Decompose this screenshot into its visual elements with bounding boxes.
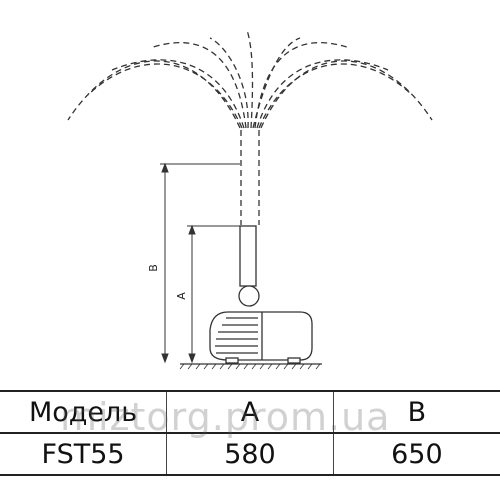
header-model: Модель bbox=[0, 390, 167, 434]
cell-model: FST55 bbox=[0, 432, 167, 476]
table-header-row: Модель A B bbox=[0, 390, 500, 434]
spray-jet bbox=[256, 59, 389, 129]
dimension-b bbox=[160, 162, 240, 364]
ground bbox=[179, 363, 322, 370]
nozzle-tube bbox=[238, 225, 260, 307]
spec-table: Модель A B FST55 580 650 bbox=[0, 390, 500, 476]
spray-jet bbox=[246, 29, 254, 129]
pump-body bbox=[209, 311, 313, 364]
spray-jet bbox=[254, 42, 351, 129]
cell-b: 650 bbox=[332, 432, 500, 476]
spray-jet bbox=[209, 37, 249, 129]
fountain-spray bbox=[67, 29, 433, 129]
table-row: FST55 580 650 bbox=[0, 432, 500, 476]
spray-jet bbox=[260, 60, 433, 129]
cell-a: 580 bbox=[166, 432, 334, 476]
header-a: A bbox=[166, 390, 334, 434]
dimension-a bbox=[187, 224, 240, 364]
header-b: B bbox=[332, 390, 500, 434]
spray-jet bbox=[258, 63, 413, 129]
spray-jet bbox=[67, 60, 241, 129]
water-column bbox=[240, 130, 260, 225]
spray-jet bbox=[111, 59, 245, 129]
spray-jet bbox=[87, 63, 243, 129]
spray-jet bbox=[149, 42, 247, 129]
dimension-b-label: B bbox=[147, 264, 160, 272]
fountain-pump-diagram: B A bbox=[67, 29, 433, 370]
dimension-a-label: A bbox=[175, 292, 188, 300]
spray-jet bbox=[252, 37, 301, 129]
